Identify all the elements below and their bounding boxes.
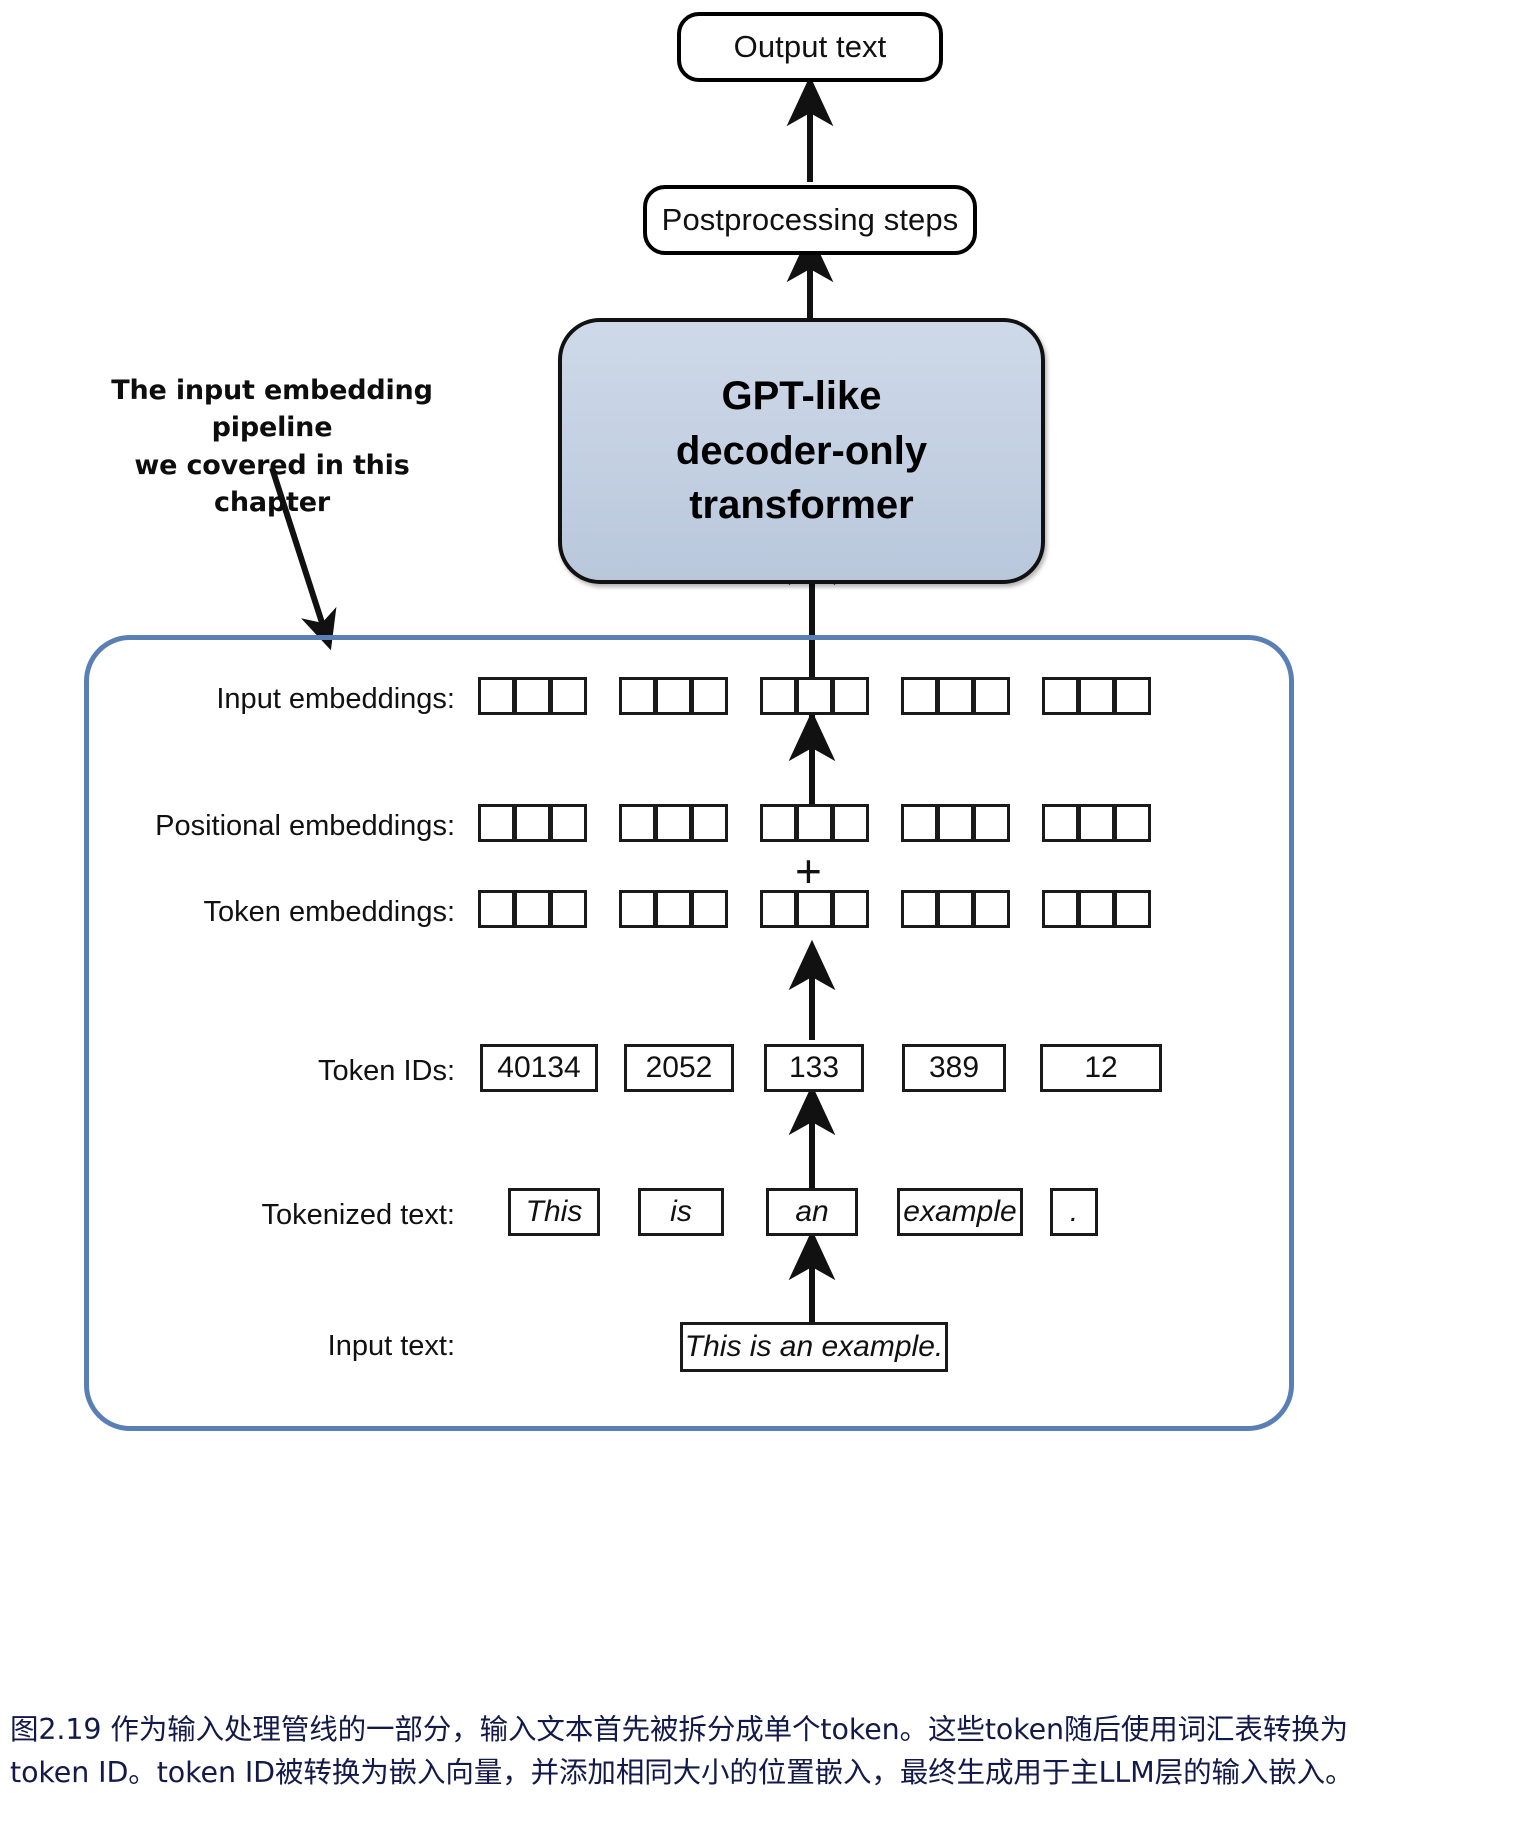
embedding-group-input-embeddings — [478, 677, 591, 715]
embedding-group-token-embeddings — [1042, 890, 1155, 928]
embedding-cell — [796, 677, 833, 715]
embedding-cell — [691, 890, 728, 928]
embedding-group-positional-embeddings — [760, 804, 873, 842]
embedding-group-positional-embeddings — [901, 804, 1014, 842]
embedding-cell — [550, 890, 587, 928]
embedding-cell — [1114, 677, 1151, 715]
embedding-group-input-embeddings — [760, 677, 873, 715]
row-label-input-embeddings: Input embeddings: — [216, 683, 455, 715]
embedding-group-token-embeddings — [478, 890, 591, 928]
output-text-box[interactable]: Output text — [677, 12, 943, 82]
embedding-group-token-embeddings — [901, 890, 1014, 928]
embedding-cell — [514, 804, 551, 842]
embedding-cell — [1114, 804, 1151, 842]
embedding-cell — [619, 804, 656, 842]
tokenized-text-box: is — [638, 1188, 724, 1236]
embedding-cell — [1114, 890, 1151, 928]
token-id-box: 2052 — [624, 1044, 734, 1092]
tokenized-text-box: . — [1050, 1188, 1098, 1236]
embedding-group-token-embeddings — [619, 890, 732, 928]
embedding-cell — [550, 677, 587, 715]
embedding-cell — [937, 890, 974, 928]
embedding-cell — [1042, 677, 1079, 715]
input-text-box: This is an example. — [680, 1322, 948, 1372]
embedding-cell — [691, 677, 728, 715]
embedding-cell — [619, 677, 656, 715]
embedding-cell — [514, 890, 551, 928]
embedding-cell — [1078, 677, 1115, 715]
embedding-cell — [655, 677, 692, 715]
postprocessing-steps-box[interactable]: Postprocessing steps — [643, 185, 977, 255]
row-label-positional-embeddings: Positional embeddings: — [155, 810, 455, 842]
embedding-cell — [655, 890, 692, 928]
token-id-box: 389 — [902, 1044, 1006, 1092]
embedding-cell — [760, 677, 797, 715]
plus-symbol: + — [795, 845, 822, 897]
embedding-cell — [514, 677, 551, 715]
embedding-cell — [901, 677, 938, 715]
embedding-group-positional-embeddings — [619, 804, 732, 842]
tokenized-text-box: example — [897, 1188, 1023, 1236]
embedding-cell — [973, 890, 1010, 928]
embedding-cell — [937, 677, 974, 715]
embedding-cell — [832, 890, 869, 928]
tokenized-text-box: an — [766, 1188, 858, 1236]
embedding-group-positional-embeddings — [1042, 804, 1155, 842]
embedding-cell — [1078, 890, 1115, 928]
gpt-decoder-label: GPT-like decoder-only transformer — [675, 374, 928, 528]
embedding-cell — [478, 890, 515, 928]
embedding-group-token-embeddings — [760, 890, 873, 928]
row-label-token-ids: Token IDs: — [318, 1055, 455, 1087]
token-id-box: 40134 — [480, 1044, 598, 1092]
embedding-cell — [760, 890, 797, 928]
embedding-cell — [973, 677, 1010, 715]
tokenized-text-box: This — [508, 1188, 600, 1236]
gpt-decoder-block[interactable]: GPT-like decoder-only transformer — [558, 318, 1045, 584]
embedding-group-input-embeddings — [901, 677, 1014, 715]
embedding-cell — [478, 804, 515, 842]
embedding-cell — [796, 890, 833, 928]
embedding-cell — [760, 804, 797, 842]
embedding-cell — [691, 804, 728, 842]
embedding-cell — [832, 677, 869, 715]
embedding-cell — [796, 804, 833, 842]
embedding-cell — [550, 804, 587, 842]
embedding-cell — [901, 804, 938, 842]
embedding-group-positional-embeddings — [478, 804, 591, 842]
embedding-cell — [973, 804, 1010, 842]
token-id-box: 12 — [1040, 1044, 1162, 1092]
caption-line-2: token ID。token ID被转换为嵌入向量，并添加相同大小的位置嵌入，最… — [10, 1756, 1354, 1790]
embedding-cell — [1042, 804, 1079, 842]
token-id-box: 133 — [764, 1044, 864, 1092]
row-label-token-embeddings: Token embeddings: — [203, 896, 456, 928]
embedding-group-input-embeddings — [1042, 677, 1155, 715]
callout-annotation: The input embedding pipeline we covered … — [111, 375, 433, 518]
embedding-cell — [832, 804, 869, 842]
output-text-label: Output text — [733, 29, 887, 64]
embedding-cell — [655, 804, 692, 842]
embedding-cell — [1078, 804, 1115, 842]
row-label-input-text: Input text: — [327, 1330, 455, 1362]
postprocessing-steps-label: Postprocessing steps — [661, 202, 959, 237]
embedding-group-input-embeddings — [619, 677, 732, 715]
embedding-cell — [937, 804, 974, 842]
caption-line-1: 图2.19 作为输入处理管线的一部分，输入文本首先被拆分成单个token。这些t… — [10, 1713, 1349, 1746]
input-embedding-pipeline-container — [84, 635, 1294, 1431]
embedding-cell — [478, 677, 515, 715]
embedding-cell — [619, 890, 656, 928]
row-label-tokenized-text: Tokenized text: — [261, 1199, 455, 1231]
figure-caption: 图2.19 作为输入处理管线的一部分，输入文本首先被拆分成单个token。这些t… — [10, 1708, 1510, 1795]
embedding-cell — [1042, 890, 1079, 928]
embedding-cell — [901, 890, 938, 928]
